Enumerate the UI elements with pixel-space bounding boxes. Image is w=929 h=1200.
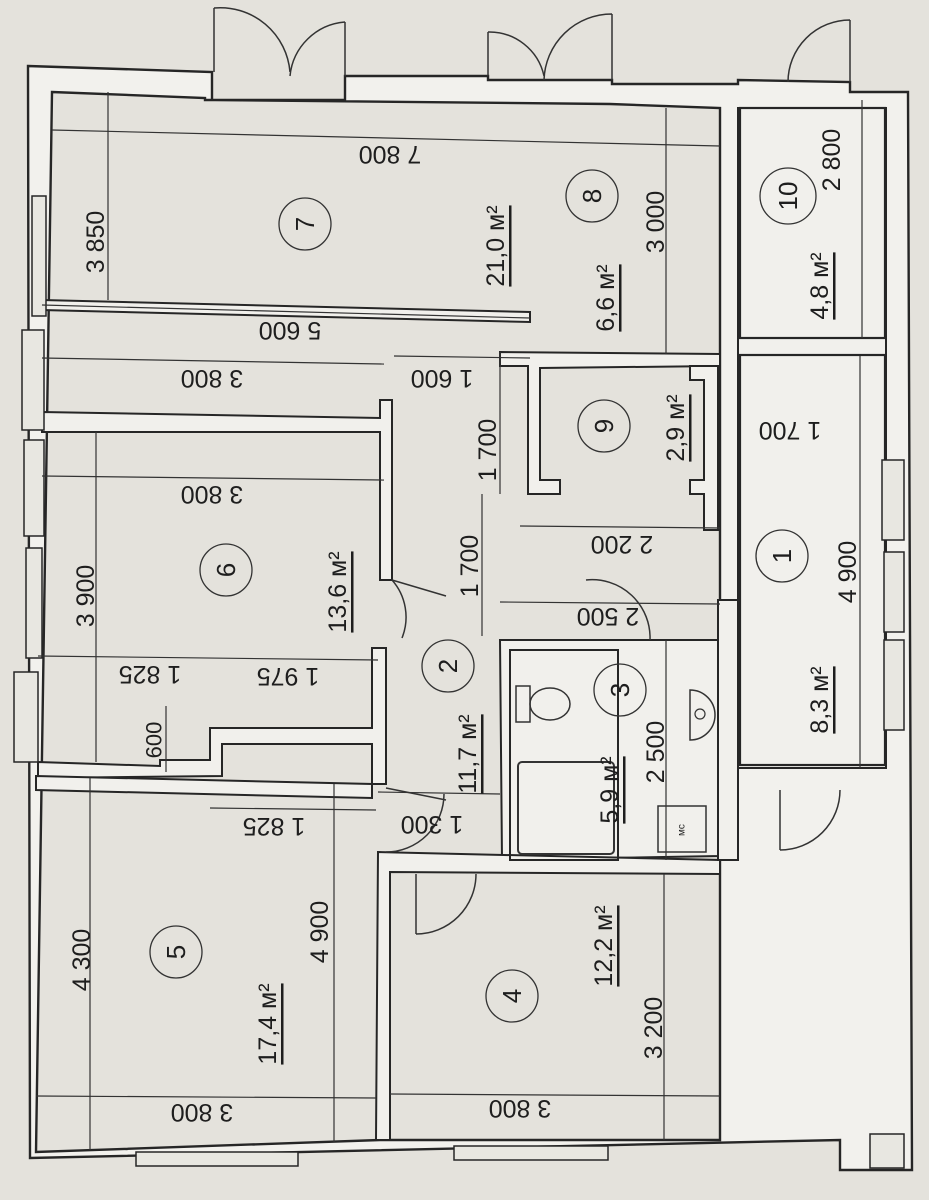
dim-1700-a: 1 700 [474, 419, 502, 482]
room-4-circle [485, 969, 539, 1023]
room-9-circle [577, 399, 631, 453]
room-6-circle [199, 543, 253, 597]
dim-1700-c: 1 700 [759, 416, 822, 444]
dimension-labels: 7 800 3 850 3 000 2 800 5 600 3 800 1 60… [68, 129, 862, 1126]
exterior-doors [213, 6, 851, 851]
bathroom-inner [509, 649, 619, 861]
dim-2200: 2 200 [591, 530, 654, 558]
boiler-label: мс [677, 824, 688, 836]
room-8-number: 8 [577, 189, 607, 203]
wall-9-right [689, 365, 719, 531]
room-6-number: 6 [211, 563, 241, 577]
room-4-number: 4 [497, 989, 527, 1003]
dim-600: 600 [142, 722, 167, 759]
dim-1825-b: 1 825 [243, 812, 306, 840]
dim-3000: 3 000 [642, 191, 670, 254]
dim-2500-a: 2 500 [577, 602, 640, 630]
room-markers [149, 167, 817, 1023]
dim-3800-c: 3 800 [171, 1098, 234, 1126]
room-2-circle [421, 639, 475, 693]
wall-3-right [717, 599, 739, 861]
room-2-number: 2 [433, 659, 463, 673]
right-wing [737, 107, 887, 769]
room-areas: 21,0 м² 6,6 м² 4,8 м² 2,9 м² 13,6 м² 11,… [254, 205, 834, 1064]
room-6-area: 13,6 м² [324, 551, 352, 632]
room-10-area: 4,8 м² [806, 252, 834, 319]
room-3-circle [593, 663, 647, 717]
dimension-lines [35, 92, 863, 1150]
boiler [657, 805, 707, 853]
wall-5-inner [35, 774, 373, 800]
room-2-area: 11,7 м² [454, 714, 482, 793]
dim-4300: 4 300 [68, 929, 96, 992]
room-7-number: 7 [290, 217, 320, 231]
dim-3800-d: 3 800 [489, 1094, 552, 1122]
room-1-number: 1 [767, 549, 797, 563]
room-4-area: 12,2 м² [590, 905, 618, 986]
dim-3800-a: 3 800 [181, 364, 244, 392]
room-5-number: 5 [161, 945, 191, 959]
toilet-bowl [529, 687, 571, 721]
dim-7800: 7 800 [359, 140, 422, 168]
room-1-circle [755, 529, 809, 583]
windows [13, 195, 905, 1169]
room-5-area: 17,4 м² [254, 983, 282, 1064]
room-10-circle [759, 167, 817, 225]
dim-3900: 3 900 [72, 565, 100, 628]
room-numbers: 7 8 10 9 6 2 3 1 5 4 [161, 182, 803, 1004]
room-8-circle [565, 169, 619, 223]
dim-1975: 1 975 [257, 662, 320, 690]
dim-4900-b: 4 900 [306, 901, 334, 964]
dim-3800-b: 3 800 [181, 480, 244, 508]
room-8-area: 6,6 м² [592, 264, 620, 331]
dim-1700-b: 1 700 [456, 535, 484, 598]
room-10-number: 10 [773, 182, 803, 211]
room-9-number: 9 [589, 419, 619, 433]
dim-3850: 3 850 [82, 211, 110, 274]
dim-1825-a: 1 825 [119, 660, 182, 688]
room-9-area: 2,9 м² [662, 394, 690, 461]
dim-1300: 1 300 [401, 810, 464, 838]
dim-1600: 1 600 [411, 364, 474, 392]
dim-5600: 5 600 [259, 316, 322, 344]
sink [689, 689, 716, 741]
room-1-area: 8,3 м² [806, 666, 834, 733]
room-5-circle [149, 925, 203, 979]
dim-3200: 3 200 [640, 997, 668, 1060]
dim-4900-a: 4 900 [834, 541, 862, 604]
room-7-area: 21,0 м² [482, 205, 510, 286]
room-3-number: 3 [605, 683, 635, 697]
wall-left-bottom [37, 647, 387, 785]
bathroom-fixtures: мс [509, 649, 716, 861]
sink-drain [694, 708, 706, 720]
shower-tray [517, 761, 615, 855]
room-7-circle [278, 197, 332, 251]
dim-2500-b: 2 500 [642, 721, 670, 784]
room-10-walls [738, 106, 887, 340]
interior-doors [385, 578, 651, 935]
dim-2800: 2 800 [818, 129, 846, 192]
room-3-area: 5,9 м² [596, 756, 624, 823]
